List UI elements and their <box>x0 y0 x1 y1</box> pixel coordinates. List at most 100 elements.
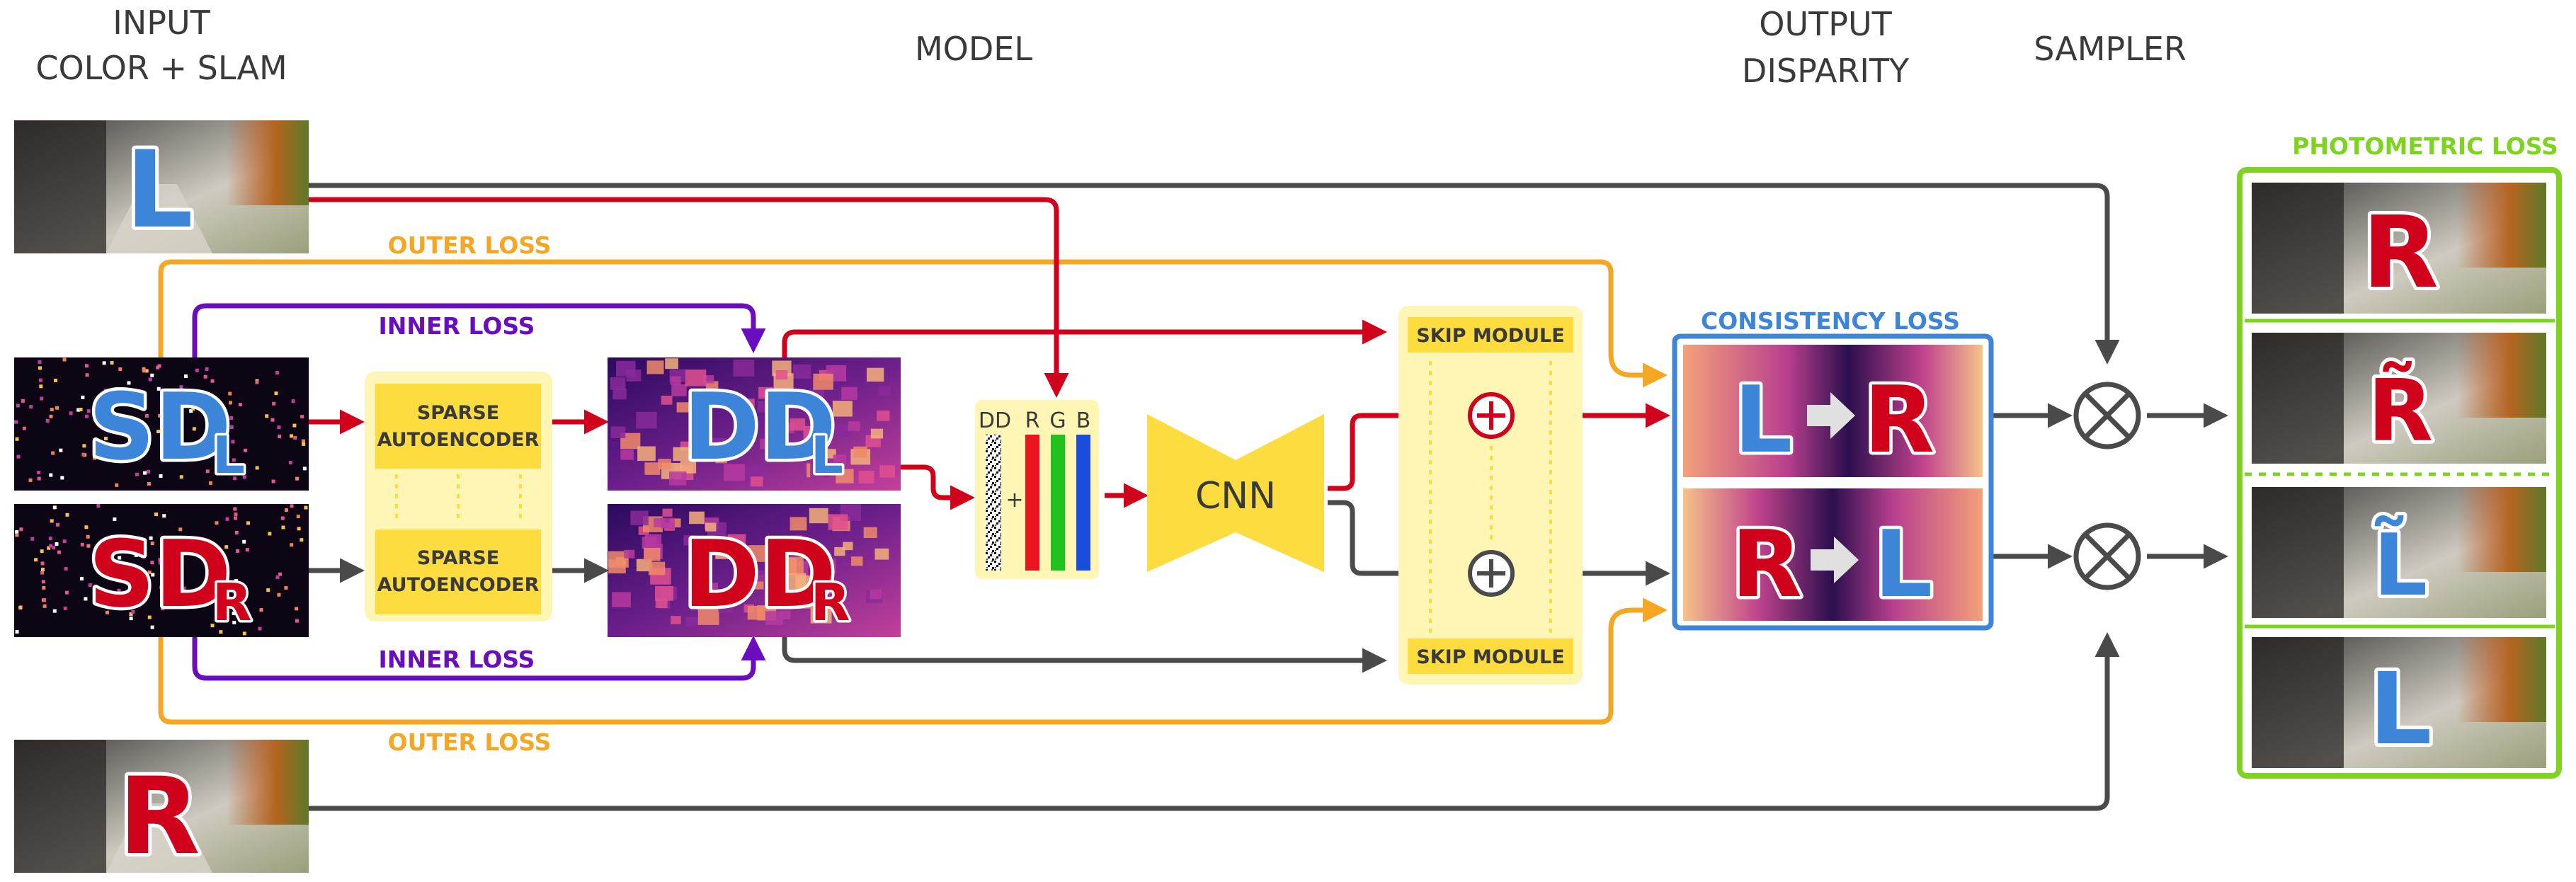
sparse-point <box>205 420 210 425</box>
dense-block <box>877 411 890 421</box>
dense-block <box>863 527 877 539</box>
sparse-point <box>199 588 203 592</box>
dense-block <box>648 561 666 575</box>
sparse-point <box>16 454 21 459</box>
cnn-to-plus-bottom-arrow <box>1328 500 1465 586</box>
arrow-right-icon <box>1807 392 1855 439</box>
dense-block <box>790 517 807 531</box>
dense-block <box>835 425 851 437</box>
sparse-point <box>225 517 229 521</box>
sparse-point <box>284 585 288 590</box>
dense-block <box>803 425 820 440</box>
sparse-point <box>62 539 67 544</box>
sparse-point <box>236 606 240 610</box>
sparse-point <box>147 615 152 619</box>
dense-block <box>757 401 773 413</box>
dense-depth-left-image: DD L <box>608 357 901 491</box>
sparse-point <box>22 426 26 430</box>
sparse-point <box>37 476 41 481</box>
sparse-point <box>220 603 224 607</box>
sparse-point <box>234 531 239 535</box>
sparse-point <box>232 458 236 462</box>
disparity-left-to-right: L R <box>1683 345 1983 477</box>
sparse-point <box>195 537 199 541</box>
dense-block <box>685 370 707 386</box>
sparse-point <box>173 400 177 404</box>
right-image-to-sampler-arrow <box>309 632 2120 811</box>
sparse-point <box>186 548 190 552</box>
sparse-point <box>106 610 110 614</box>
sparse-point <box>161 607 165 611</box>
dense-block <box>718 600 734 613</box>
dense-block <box>834 546 845 556</box>
photometric-panel-3-letter: L̃ <box>2373 516 2427 615</box>
sparse-point <box>272 401 276 406</box>
sparse-point <box>144 369 149 373</box>
arrow-right-icon <box>1811 537 1859 583</box>
sparse-point <box>184 374 188 378</box>
sampler-bottom-icon <box>2073 522 2141 590</box>
sparse-point <box>231 440 235 444</box>
sparse-point <box>115 483 119 487</box>
sparse-point <box>150 373 154 377</box>
plus-top-icon <box>1468 392 1515 439</box>
stack-b-channel <box>1076 435 1090 571</box>
sparse-point <box>84 364 89 368</box>
dense-block <box>705 381 719 391</box>
dense-block <box>771 423 783 433</box>
sparse-point <box>51 451 55 455</box>
sparse-point <box>292 423 297 428</box>
output-bottom-from: R <box>1731 510 1802 618</box>
sparse-point <box>156 365 160 370</box>
dense-block <box>715 454 727 464</box>
sparse-point <box>277 592 281 597</box>
sparse-point <box>229 416 234 420</box>
sparse-point <box>86 544 91 548</box>
sparse-point <box>63 606 67 610</box>
sparse-point <box>151 573 155 577</box>
sparse-point <box>242 475 246 479</box>
autoencoder-top-line1: SPARSE <box>417 402 499 424</box>
sparse-point <box>129 617 133 621</box>
sparse-autoencoder-top <box>375 384 541 469</box>
dense-block <box>836 469 854 483</box>
sparse-point <box>129 612 133 617</box>
dense-right-label-main: DD <box>683 520 836 628</box>
sparse-point <box>242 539 246 544</box>
sparse-point <box>233 507 237 511</box>
sparse-point <box>275 575 280 579</box>
sparse-point <box>38 378 42 382</box>
sparse-point <box>143 471 147 475</box>
dense-block <box>809 508 828 524</box>
sparse-point <box>210 624 215 628</box>
sparse-point <box>236 549 240 553</box>
sparse-point <box>85 414 89 418</box>
sparse-point <box>82 444 86 448</box>
sparse-point <box>45 419 50 423</box>
sparse-point <box>197 405 201 409</box>
disparity-right-to-left: R L <box>1683 488 1983 622</box>
sparse-point <box>259 608 263 612</box>
sparse-point <box>40 568 45 572</box>
dense-block <box>707 438 729 455</box>
sparse-point <box>15 630 19 634</box>
dense-block <box>670 376 681 385</box>
sparse-point <box>41 580 45 584</box>
sparse-point <box>156 386 161 391</box>
sparse-point <box>144 413 149 418</box>
consistency-loss-label: CONSISTENCY LOSS <box>1701 307 1960 335</box>
sparse-point <box>134 445 138 449</box>
dense-block <box>828 514 848 530</box>
sparse-left-label-main: SD <box>89 373 232 481</box>
stack-dd-channel <box>986 435 1001 571</box>
sparse-point <box>242 631 246 636</box>
sparse-point <box>176 420 181 424</box>
sparse-point <box>288 461 292 465</box>
sparse-point <box>293 435 297 440</box>
sampler-top-icon <box>2073 382 2141 449</box>
sparse-point <box>238 403 242 407</box>
sparse-point <box>179 385 183 389</box>
sparse-point <box>158 561 162 565</box>
sparse-point <box>234 516 238 520</box>
sparse-point <box>291 399 295 403</box>
